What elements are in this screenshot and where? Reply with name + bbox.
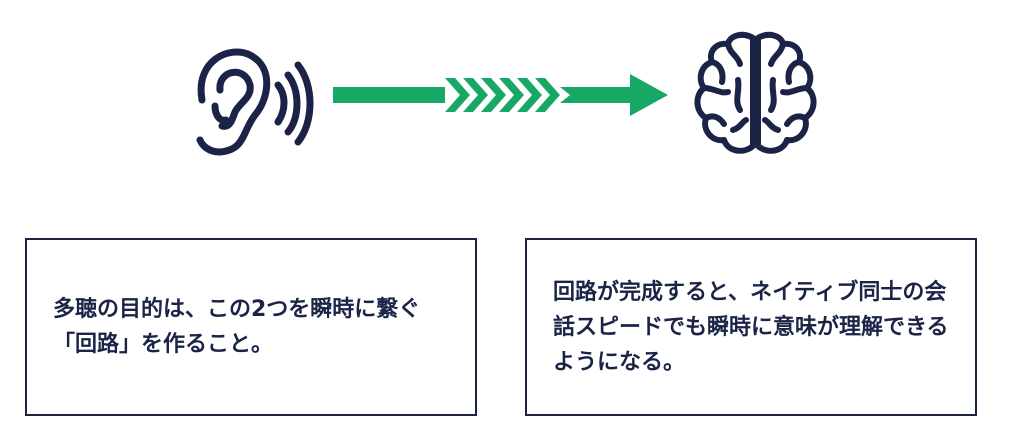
brain-icon	[694, 31, 817, 154]
green-arrow-icon	[333, 74, 668, 116]
result-text-box: 回路が完成すると、ネイティブ同士の会話スピードでも瞬時に意味が理解できるようにな…	[525, 238, 977, 416]
purpose-text: 多聴の目的は、この2つを瞬時に繋ぐ「回路」を作ること。	[53, 297, 421, 357]
ear-icon	[196, 48, 314, 156]
result-text: 回路が完成すると、ネイティブ同士の会話スピードでも瞬時に意味が理解できるようにな…	[553, 279, 949, 375]
purpose-text-box: 多聴の目的は、この2つを瞬時に繋ぐ「回路」を作ること。	[25, 238, 477, 416]
